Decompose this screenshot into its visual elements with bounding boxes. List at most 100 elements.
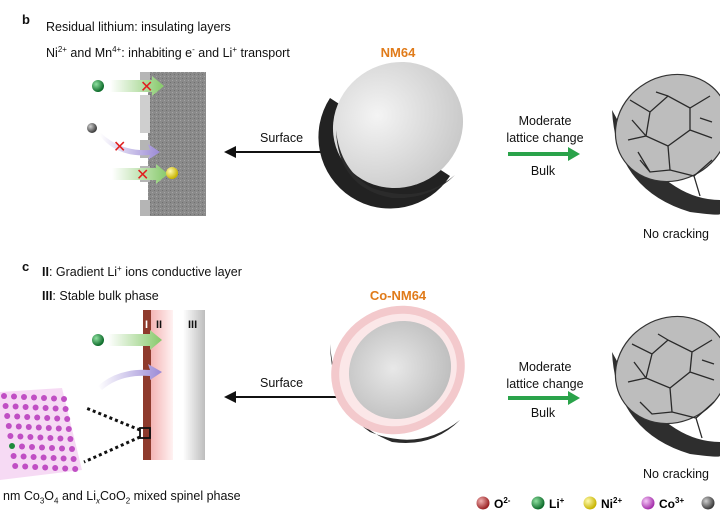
lattice-atom <box>35 424 42 431</box>
layer-i <box>143 310 151 460</box>
panel-b-line2: Ni2+ and Mn4+: inhabiting e- and Li+ tra… <box>46 45 290 61</box>
lattice-atom <box>9 443 15 449</box>
legend-swatch <box>476 496 490 510</box>
lattice-atom <box>69 446 75 452</box>
lattice-atom <box>19 443 25 450</box>
lattice-atom <box>17 433 24 440</box>
lattice-atom <box>10 453 17 459</box>
legend-swatch <box>583 496 597 510</box>
legend-swatch <box>531 496 545 510</box>
lattice-atom <box>50 455 57 461</box>
panel-c-surface-label: Surface <box>260 376 304 390</box>
legend-swatch <box>641 496 655 510</box>
lattice-atom <box>29 444 35 450</box>
lattice-atom <box>42 405 49 411</box>
panel-b-bulk-arrow <box>508 147 580 161</box>
lattice-atom <box>24 414 31 420</box>
lattice-atom <box>45 425 52 431</box>
lattice-atom <box>34 414 41 421</box>
legend-label: Li+ <box>549 496 565 511</box>
panel-c-change-line2: lattice change <box>506 377 584 391</box>
ni-ion-icon <box>166 167 178 179</box>
legend-label: Ni2+ <box>601 496 622 511</box>
panel-c-spinel-lattice <box>0 388 151 480</box>
panel-c-co-nm64-particle <box>330 305 465 444</box>
lattice-atom <box>31 394 37 401</box>
blocked-x-icon: ✕ <box>136 165 149 184</box>
lattice-atom <box>44 415 51 421</box>
layer-iii-label: III <box>188 319 197 331</box>
lattice-atom <box>62 465 69 472</box>
panel-c-change-line1: Moderate <box>518 360 572 374</box>
panel-b-nm64-particle <box>318 61 464 209</box>
lattice-atom <box>25 424 32 430</box>
layer-i-label: I <box>145 319 148 331</box>
blocked-x-icon: ✕ <box>140 77 153 96</box>
lattice-atom <box>70 456 77 462</box>
lattice-atom <box>4 413 11 419</box>
lattice-atom <box>55 425 62 432</box>
panel-c-line1: II: Gradient Li+ ions conductive layer <box>42 264 242 280</box>
zoom-box <box>139 427 151 439</box>
lattice-atom <box>52 405 59 412</box>
lattice-atom <box>51 395 57 402</box>
lattice-atom <box>40 454 47 461</box>
panel-c-li-arrow <box>92 330 162 350</box>
lattice-atom <box>7 433 14 439</box>
lattice-atom <box>65 426 72 432</box>
li-ion-icon <box>92 80 104 92</box>
panel-c-bulk-particle <box>612 315 720 457</box>
panel-b-electron-arrow: ✕ <box>87 123 160 160</box>
lattice-atom <box>11 393 17 400</box>
panel-b-bulk-particle <box>612 73 720 215</box>
lattice-atom <box>62 406 69 412</box>
lattice-atom <box>1 393 7 399</box>
lattice-atom <box>20 453 27 460</box>
panel-c-letter: c <box>22 259 30 274</box>
lattice-atom <box>22 463 29 470</box>
lattice-atom <box>37 434 44 441</box>
lattice-atom <box>60 455 67 462</box>
lattice-atom <box>42 464 49 471</box>
panel-b-bulk-label: Bulk <box>530 164 556 178</box>
panel-c-caption: nm Co3O4 and LixCoO2 mixed spinel phase <box>3 489 241 506</box>
lattice-atom <box>52 465 59 471</box>
lattice-atom <box>64 416 71 422</box>
li-ion-icon <box>92 334 104 346</box>
lattice-atom <box>61 396 67 402</box>
lattice-atom <box>67 436 74 442</box>
legend: O2-Li+Ni2+Co3+ <box>476 496 715 511</box>
panel-c-electron-arrow <box>98 364 162 390</box>
lattice-atom <box>27 434 34 440</box>
lattice-atom <box>32 464 39 470</box>
panel-b-sphere-title: NM64 <box>380 45 416 60</box>
panel-b-letter: b <box>22 12 30 27</box>
layer-ii <box>151 310 173 460</box>
panel-b-line1: Residual lithium: insulating layers <box>46 20 231 34</box>
lattice-atom <box>72 466 79 472</box>
panel-c-line2: III: Stable bulk phase <box>42 289 159 303</box>
lattice-atom <box>59 445 65 452</box>
lattice-atom <box>54 415 61 422</box>
lattice-atom <box>39 444 45 451</box>
lattice-atom <box>22 404 29 410</box>
layer-ii-label: II <box>156 319 162 331</box>
panel-c-bulk-arrow <box>508 391 580 405</box>
panel-b-surface-label: Surface <box>260 131 304 145</box>
lattice-atom <box>47 435 54 441</box>
legend-label: Co3+ <box>659 496 684 511</box>
lattice-atom <box>49 445 55 451</box>
panel-c-bulk-label: Bulk <box>530 406 556 420</box>
lattice-atom <box>41 395 47 401</box>
lattice-atom <box>30 454 37 460</box>
panel-b-change-line2: lattice change <box>506 131 584 145</box>
electron-icon <box>87 123 97 133</box>
lattice-atom <box>21 394 27 400</box>
panel-b-li-arrow: ✕ <box>92 76 164 96</box>
lattice-atom <box>57 435 64 442</box>
lattice-atom <box>12 403 19 410</box>
legend-swatch <box>701 496 715 510</box>
panel-c-layered-slab: I II III <box>143 310 205 460</box>
